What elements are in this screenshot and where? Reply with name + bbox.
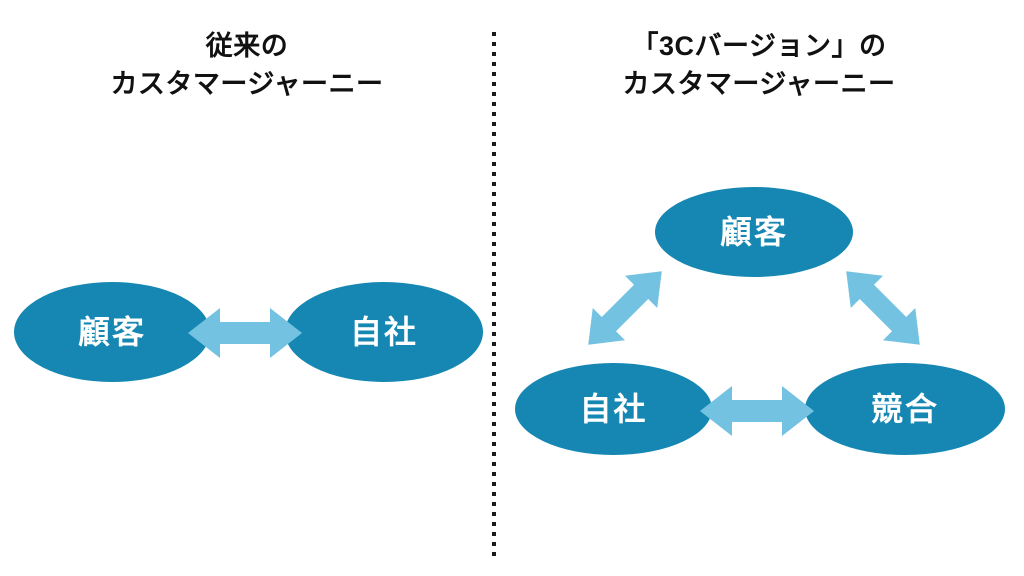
left-title-line-2: カスタマージャーニー bbox=[110, 69, 384, 100]
left-panel: 従来の カスタマージャーニー bbox=[0, 0, 494, 576]
left-node-company[interactable]: 自社 bbox=[285, 282, 483, 382]
left-node-customer[interactable]: 顧客 bbox=[14, 282, 210, 382]
left-panel-title: 従来の カスタマージャーニー bbox=[0, 27, 494, 104]
double-arrow-diagonal-icon bbox=[588, 271, 662, 345]
left-node-customer-label: 顧客 bbox=[77, 314, 146, 350]
right-node-competitor[interactable]: 競合 bbox=[805, 363, 1005, 455]
right-node-customer-label: 顧客 bbox=[719, 214, 788, 250]
right-title-line-2: カスタマージャーニー bbox=[622, 69, 896, 100]
panel-divider bbox=[492, 32, 496, 556]
double-arrow-horizontal-icon bbox=[700, 386, 814, 436]
right-node-competitor-label: 競合 bbox=[870, 391, 939, 427]
right-title-line-1: 「3Cバージョン」の bbox=[631, 31, 887, 61]
left-node-company-label: 自社 bbox=[349, 314, 418, 350]
left-title-line-1: 従来の bbox=[205, 31, 289, 61]
right-node-company[interactable]: 自社 bbox=[515, 363, 712, 455]
right-node-company-label: 自社 bbox=[579, 391, 648, 427]
right-panel: 「3Cバージョン」の カスタマージャーニー bbox=[494, 0, 1024, 576]
right-node-customer[interactable]: 顧客 bbox=[655, 187, 853, 277]
double-arrow-diagonal-icon bbox=[846, 271, 920, 345]
right-panel-title: 「3Cバージョン」の カスタマージャーニー bbox=[494, 27, 1024, 104]
double-arrow-horizontal-icon bbox=[188, 308, 302, 358]
